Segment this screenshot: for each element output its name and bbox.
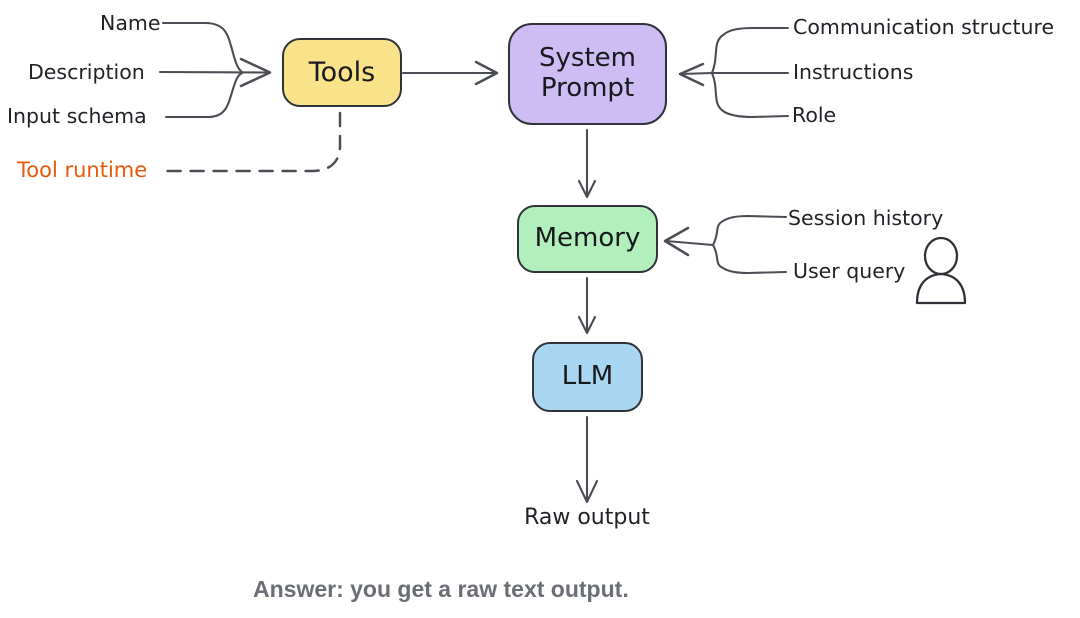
user-icon	[915, 236, 967, 305]
label-communication-structure: Communication structure	[793, 15, 1055, 39]
arrow-memory-to-llm	[577, 276, 597, 335]
arrowhead	[474, 60, 499, 86]
name-connector	[161, 21, 244, 74]
user-icon-head	[923, 236, 959, 276]
input-schema-connector	[164, 71, 244, 119]
caption-answer: Answer: you get a raw text output.	[253, 576, 629, 602]
arrow-llm-to-raw-output	[575, 415, 599, 504]
shaft	[679, 71, 714, 76]
arrowhead	[577, 315, 597, 335]
arrowhead-into-tools	[239, 57, 272, 88]
label-raw-output: Raw output	[524, 505, 650, 530]
arrow-tools-to-system-prompt	[401, 60, 499, 86]
node-system-prompt-label: System Prompt	[539, 43, 636, 103]
arrowhead	[575, 479, 599, 504]
label-tool-runtime: Tool runtime	[17, 158, 148, 182]
description-connector	[158, 70, 268, 74]
branch-session-history	[711, 214, 788, 247]
tool-runtime-dashed-connector	[161, 111, 342, 173]
label-name: Name	[100, 11, 161, 35]
node-tools-label: Tools	[308, 56, 376, 88]
label-input-schema: Input schema	[7, 104, 147, 128]
node-tools: Tools	[282, 38, 402, 107]
node-memory-label: Memory	[534, 223, 641, 254]
label-session-history: Session history	[788, 206, 944, 230]
node-system-prompt: System Prompt	[508, 23, 667, 125]
label-role: Role	[792, 103, 837, 127]
label-description: Description	[28, 60, 145, 84]
user-icon-body	[915, 272, 967, 305]
branch-communication	[710, 26, 790, 75]
branch-user-query	[711, 243, 788, 275]
shaft	[664, 239, 715, 247]
arrowhead	[577, 179, 597, 199]
node-llm: LLM	[532, 342, 643, 412]
branch-role	[710, 71, 790, 119]
memory-inputs-brace	[663, 214, 788, 275]
system-prompt-inputs-brace	[678, 26, 790, 119]
node-memory: Memory	[517, 205, 658, 273]
label-instructions: Instructions	[793, 60, 914, 84]
node-llm-label: LLM	[561, 361, 614, 392]
arrow-system-prompt-to-memory	[577, 128, 597, 199]
label-user-query: User query	[793, 259, 906, 283]
tool-inputs-brace	[158, 21, 272, 119]
